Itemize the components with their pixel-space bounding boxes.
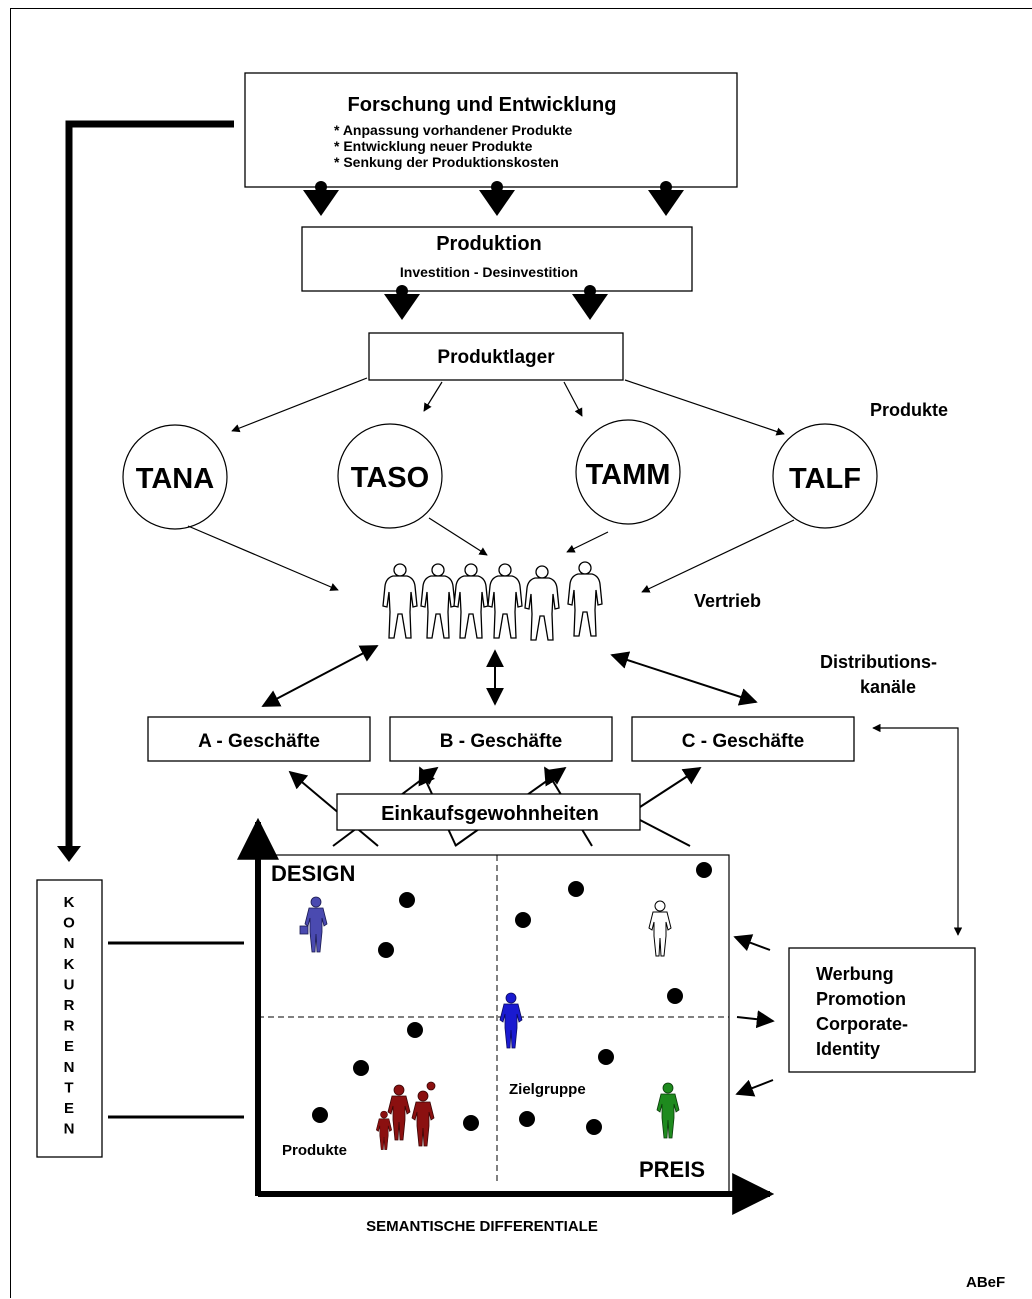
arrow-icon [563,381,583,417]
arrow-icon [610,651,758,706]
distribution-label: Distributions- [820,652,937,672]
konkurrenten-letter: K [64,894,75,911]
product-circle-taso: TASO [337,423,443,529]
werbung-box: Werbung Promotion Corporate- Identity [788,947,976,1073]
shop-box-b: B - Geschäfte [389,716,613,762]
einkauf-box: Einkaufsgewohnheiten [336,793,641,831]
produkte-label: Produkte [282,1142,347,1159]
konkurrenten-letter: N [64,935,75,952]
feedback-line [65,120,234,848]
produktlager-box: Produktlager [368,332,624,381]
produktlager-title: Produktlager [437,347,555,368]
arrow-icon [428,517,488,556]
konkurrenten-letter: N [64,1059,75,1076]
shop-label: B - Geschäfte [440,731,562,752]
product-circle-talf: TALF [772,423,878,529]
werbung-item: Werbung [816,964,894,984]
arrow-icon [624,379,785,436]
page-frame [10,8,1032,1298]
werbung-item: Identity [816,1039,880,1059]
konkurrenten-letter: R [64,997,75,1014]
forschung-box: Forschung und Entwicklung * Anpassung vo… [244,72,738,188]
shop-label: A - Geschäfte [198,731,320,752]
product-circle-tamm: TAMM [575,419,681,525]
shop-label: C - Geschäfte [682,731,804,752]
people-silhouette-icon [382,561,603,641]
quadrant-panel [257,854,730,1195]
axis-caption: SEMANTISCHE DIFFERENTIALE [366,1218,598,1235]
design-label: DESIGN [271,861,355,886]
vertrieb-label: Vertrieb [694,591,761,611]
forschung-title: Forschung und Entwicklung [348,94,617,116]
konkurrenten-letter: E [64,1038,74,1055]
arrow-icon [187,525,339,591]
produktion-title: Produktion [436,233,542,255]
forschung-item: * Entwicklung neuer Produkte [334,138,533,154]
arrow-icon [641,519,795,593]
konkurrenten-letter: K [64,956,75,973]
werbung-item: Corporate- [816,1014,908,1034]
konkurrenten-letter: E [64,1100,74,1117]
businessman-icon [299,896,328,953]
shop-box-a: A - Geschäfte [147,716,371,762]
arrow-icon [872,723,963,936]
arrow-icon [423,381,443,412]
preis-label: PREIS [639,1157,705,1182]
arrow-down-icon [57,846,81,862]
forschung-item: * Senkung der Produktionskosten [334,154,559,170]
zielgruppe-label: Zielgruppe [509,1081,586,1098]
forschung-item: * Anpassung vorhandener Produkte [334,122,573,138]
einkauf-label: Einkaufsgewohnheiten [381,803,599,825]
product-label: TALF [789,463,861,495]
arrow-icon [733,934,771,952]
distribution-label: kanäle [860,677,916,697]
produkte-label: Produkte [870,400,948,420]
arrow-icon [231,377,368,433]
konkurrenten-letter: U [64,976,75,993]
arrow-icon [735,1079,774,1097]
signature: ABeF [966,1274,1005,1291]
produktion-box: Produktion Investition - Desinvestition [301,226,693,292]
arrow-icon [261,645,379,707]
product-label: TASO [351,462,429,494]
konkurrenten-letter: R [64,1018,75,1035]
product-label: TAMM [586,459,671,491]
werbung-item: Promotion [816,989,906,1009]
dot-icon [312,862,712,1135]
produktion-subtitle: Investition - Desinvestition [400,264,578,280]
family-icon [375,1081,436,1150]
arrow-icon [566,531,609,553]
konkurrenten-letter: T [64,1079,73,1096]
product-label: TANA [136,463,214,495]
shop-box-c: C - Geschäfte [631,716,855,762]
arrow-icon [736,1010,775,1029]
konkurrenten-letter: N [64,1121,75,1138]
konkurrenten-letter: O [63,915,75,932]
product-circle-tana: TANA [122,424,228,530]
